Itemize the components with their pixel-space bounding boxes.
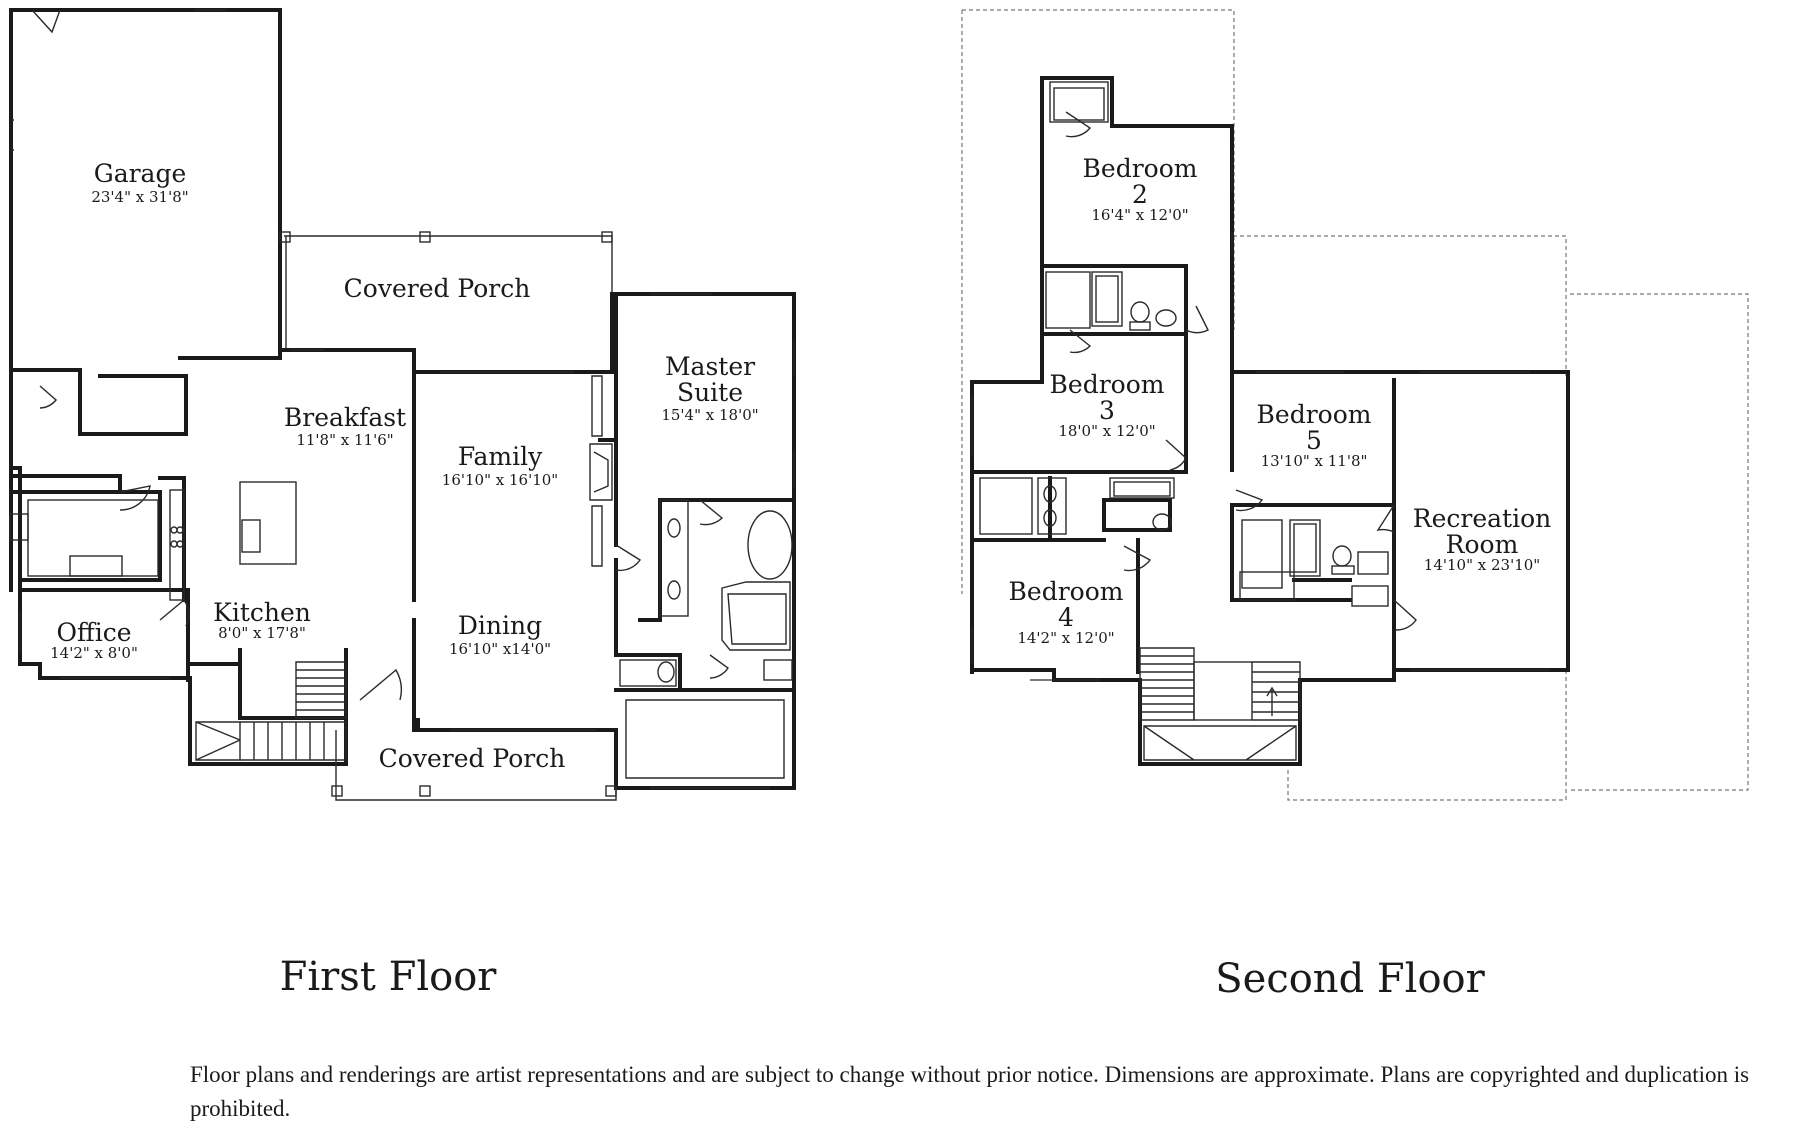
garage-walls <box>9 8 282 470</box>
room-dims-office: 14'2" x 8'0" <box>50 644 138 662</box>
first-floor-stairs <box>195 661 347 761</box>
first-floor-label: First Floor <box>280 954 498 1000</box>
room-dims-dining: 16'10" x14'0" <box>449 640 551 658</box>
room-name-bedroom-5: Bedroom <box>1257 400 1372 429</box>
room-number-bedroom-5: 5 <box>1306 426 1322 455</box>
room-number-bedroom-3: 3 <box>1099 396 1115 425</box>
room-name-covered-porch-front: Covered Porch <box>379 744 566 773</box>
room-name-family: Family <box>458 442 543 471</box>
room-name-bedroom-4: Bedroom <box>1009 577 1124 606</box>
first-floor-windows <box>19 293 795 789</box>
second-floor-interior-walls <box>970 264 1396 674</box>
room-number-bedroom-4: 4 <box>1058 603 1074 632</box>
room-dims-kitchen: 8'0" x 17'8" <box>218 624 306 642</box>
room-dims-bedroom-5: 13'10" x 11'8" <box>1261 452 1368 470</box>
second-floor-room-labels: Bedroom 2 16'4" x 12'0" Bedroom 3 18'0" … <box>1009 154 1552 647</box>
room-name-kitchen: Kitchen <box>213 598 311 627</box>
kitchen-fixtures <box>9 481 297 601</box>
first-floor-room-labels: Garage 23'4" x 31'8" Covered Porch Break… <box>50 159 759 773</box>
room-name-garage: Garage <box>94 159 187 188</box>
front-covered-porch-outline <box>331 730 617 801</box>
master-bath-fixtures <box>619 499 793 687</box>
room-number-bedroom-2: 2 <box>1132 180 1148 209</box>
second-floor-door-swings <box>1065 111 1417 631</box>
room-name-bedroom-2: Bedroom <box>1083 154 1198 183</box>
disclaimer-text: Floor plans and renderings are artist re… <box>190 1062 1750 1121</box>
room-name-master-suite-line2: Suite <box>677 378 743 407</box>
fireplace <box>589 375 613 567</box>
room-dims-bedroom-2: 16'4" x 12'0" <box>1091 206 1188 224</box>
first-floor-door-swings <box>39 385 729 701</box>
room-dims-master-suite: 15'4" x 18'0" <box>661 406 758 424</box>
room-dims-garage: 23'4" x 31'8" <box>91 188 188 206</box>
room-dims-family: 16'10" x 16'10" <box>442 471 558 489</box>
room-dims-bedroom-3: 18'0" x 12'0" <box>1058 422 1155 440</box>
second-floor-plan <box>961 9 1749 801</box>
room-name-office: Office <box>56 618 131 647</box>
room-name-recreation-line1: Recreation <box>1413 504 1551 533</box>
room-name-master-suite-line1: Master <box>665 352 755 381</box>
second-floor-stairs <box>1139 647 1301 761</box>
rear-covered-porch-outline <box>279 231 613 350</box>
second-floor-fixtures <box>979 81 1389 607</box>
second-floor-windows <box>971 150 1550 681</box>
master-closet <box>625 699 785 779</box>
room-name-bedroom-3: Bedroom <box>1050 370 1165 399</box>
room-name-recreation-line2: Room <box>1446 530 1519 559</box>
room-dims-breakfast: 11'8" x 11'6" <box>296 431 393 449</box>
second-floor-label: Second Floor <box>1215 956 1485 1002</box>
room-dims-bedroom-4: 14'2" x 12'0" <box>1017 629 1114 647</box>
room-name-dining: Dining <box>458 611 542 640</box>
room-dims-recreation-room: 14'10" x 23'10" <box>1424 556 1540 574</box>
first-floor-plan <box>9 8 796 801</box>
room-name-breakfast: Breakfast <box>284 403 406 432</box>
room-name-covered-porch-rear: Covered Porch <box>344 274 531 303</box>
